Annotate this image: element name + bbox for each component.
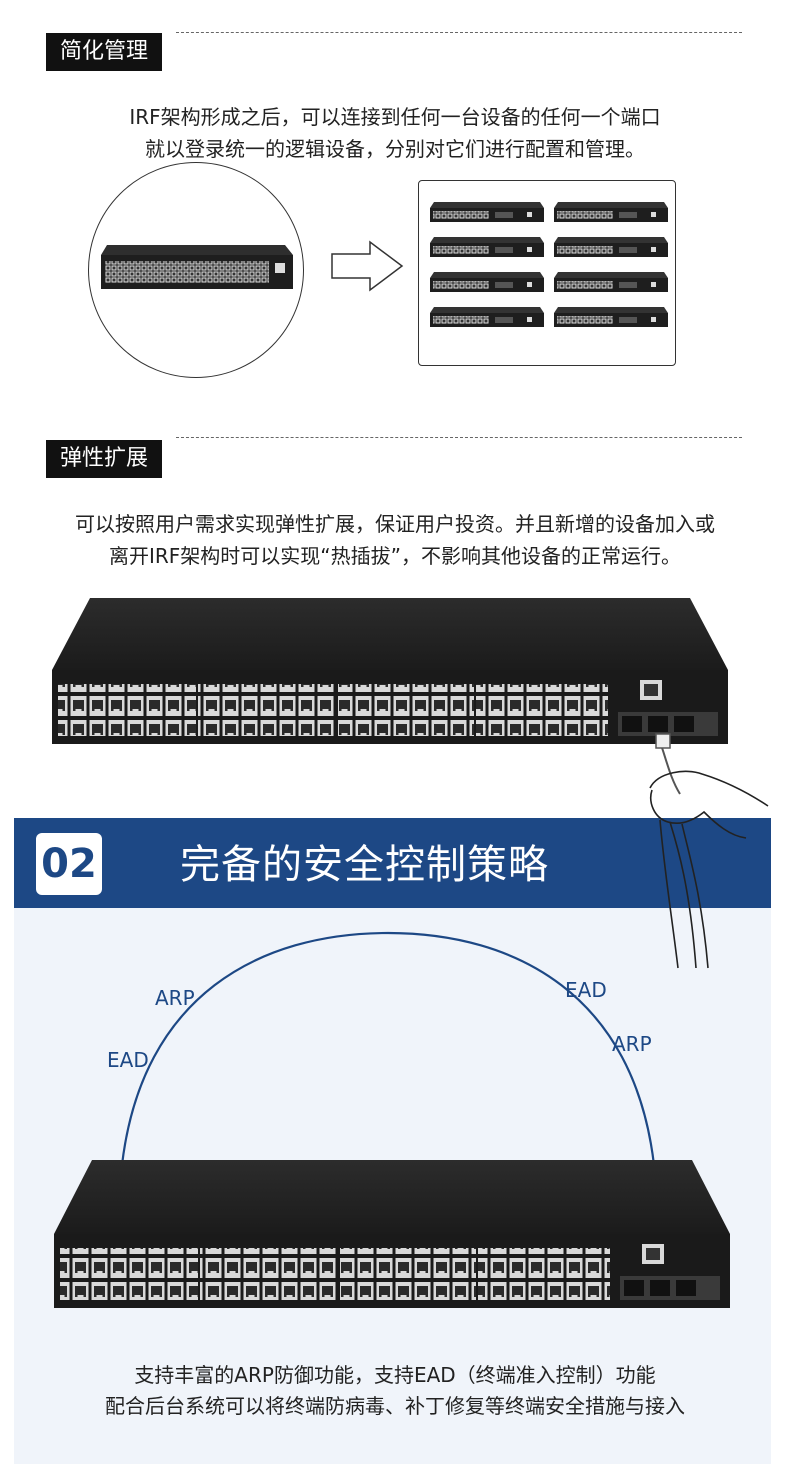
- stacked-devices-box: [418, 180, 676, 366]
- section1-description-line1: IRF架构形成之后，可以连接到任何一台设备的任何一个端口: [129, 105, 661, 129]
- hand-plugging-cable-icon: [649, 733, 769, 969]
- section-tag-elastic-expansion: 弹性扩展: [46, 440, 163, 478]
- section3-description-line2: 配合后台系统可以将终端防病毒、补丁修复等终端安全措施与接入: [105, 1394, 685, 1418]
- stacked-switch-image: [429, 201, 545, 223]
- stacked-switch-image: [553, 201, 669, 223]
- section-tag-simplified-management: 简化管理: [46, 33, 163, 71]
- section2-description-line1: 可以按照用户需求实现弹性扩展，保证用户投资。并且新增的设备加入或: [75, 512, 715, 536]
- single-device-circle: [88, 162, 304, 378]
- section-divider: [176, 32, 742, 33]
- switch-image: [101, 245, 293, 289]
- feature-banner: [14, 818, 771, 908]
- stacked-switch-image: [429, 306, 545, 328]
- stacked-switch-image: [553, 271, 669, 293]
- section-divider: [176, 437, 742, 438]
- right-arrow-outline-icon: [331, 240, 404, 292]
- stacked-switch-image: [429, 236, 545, 258]
- stacked-switch-image: [429, 271, 545, 293]
- arc-label-ead-right: EAD: [565, 978, 607, 1002]
- stacked-switch-image: [553, 236, 669, 258]
- arc-label-arp-left: ARP: [155, 986, 195, 1010]
- section3-description-line1: 支持丰富的ARP防御功能，支持EAD（终端准入控制）功能: [134, 1363, 656, 1387]
- switch-image-large: [54, 1160, 730, 1308]
- switch-image-large: [52, 598, 728, 744]
- arc-label-ead-left: EAD: [107, 1048, 149, 1072]
- arc-label-arp-right: ARP: [612, 1032, 652, 1056]
- feature-number-badge: 02: [36, 833, 102, 895]
- section2-description-line2: 离开IRF架构时可以实现“热插拔”，不影响其他设备的正常运行。: [108, 544, 682, 568]
- security-arc: [120, 931, 656, 1166]
- stacked-switch-image: [553, 306, 669, 328]
- feature-title: 完备的安全控制策略: [180, 842, 549, 888]
- section1-description-line2: 就以登录统一的逻辑设备，分别对它们进行配置和管理。: [145, 137, 645, 161]
